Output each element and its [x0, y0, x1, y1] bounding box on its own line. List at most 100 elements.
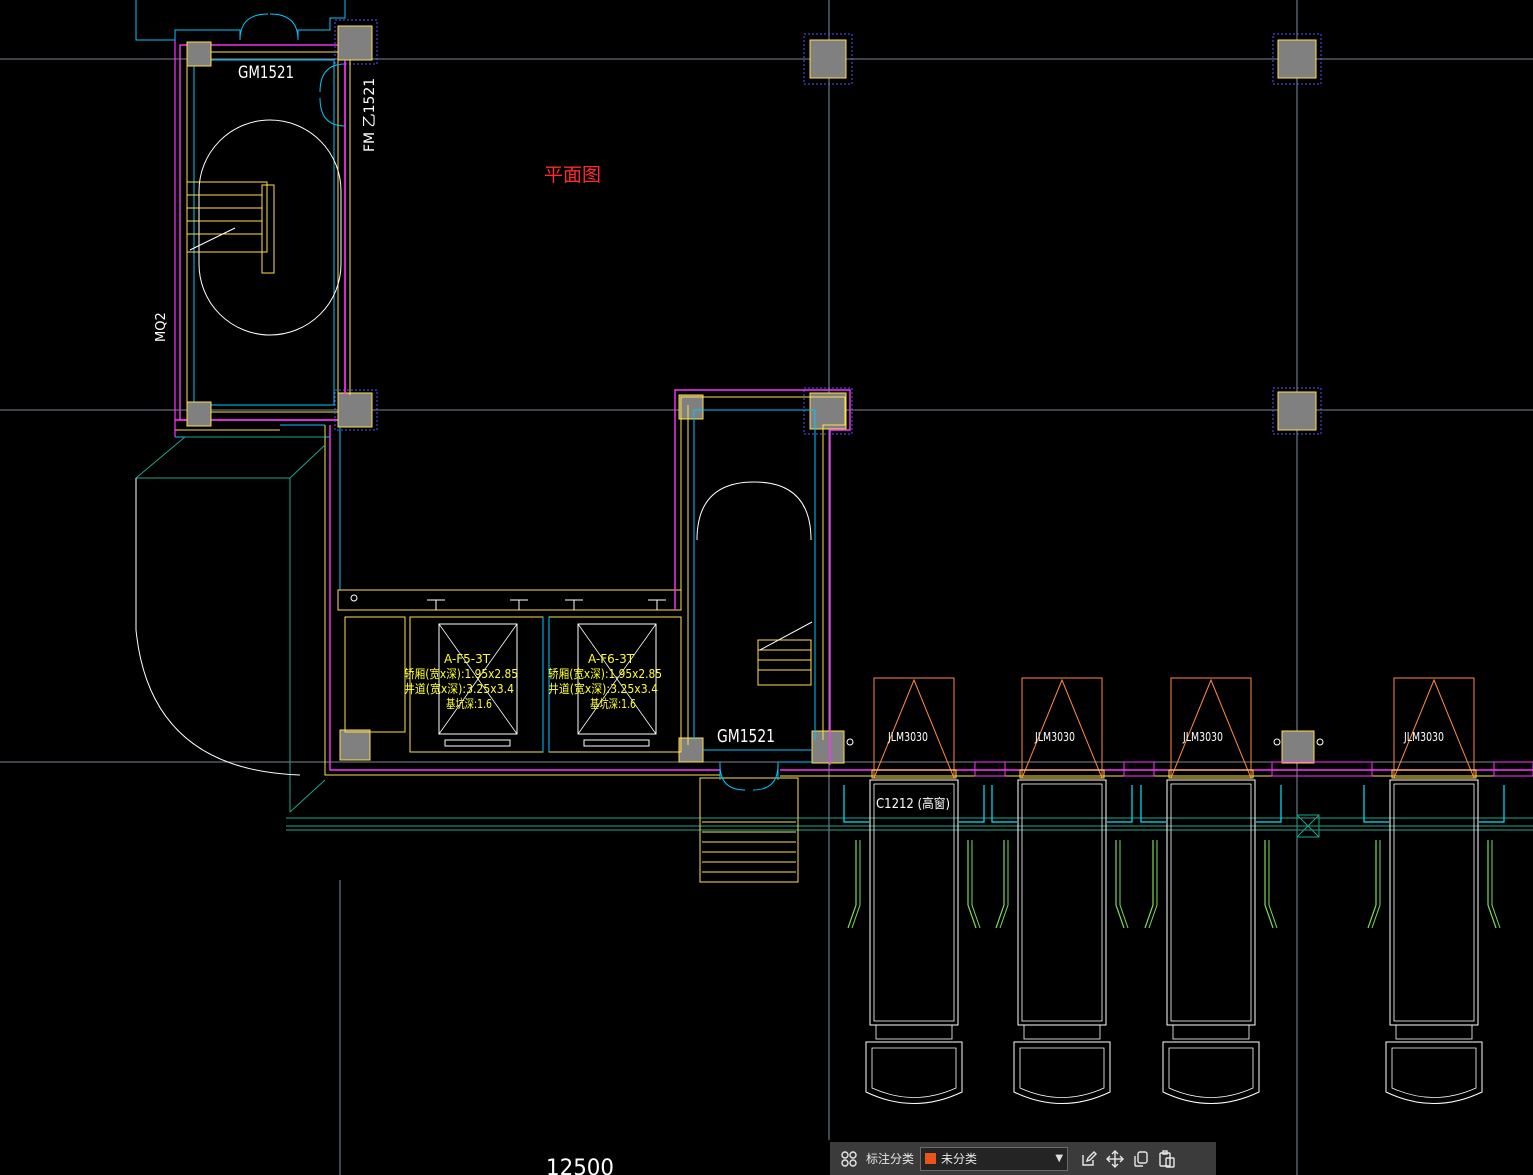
dock-guide	[1264, 840, 1274, 929]
door-label-bottom: GM1521	[717, 726, 775, 747]
truck-cab-inner	[871, 1047, 957, 1098]
copy-icon[interactable]	[1128, 1146, 1154, 1172]
dock-bracket	[959, 785, 985, 823]
dock-bracket	[1107, 785, 1133, 823]
elevator-2-pit-depth: 基坑深:1.6	[590, 696, 636, 711]
truck-cab-inner	[1168, 1047, 1254, 1098]
category-color-swatch	[925, 1153, 937, 1164]
truck-trailer-inner	[873, 783, 955, 1022]
paste-icon[interactable]	[1154, 1146, 1180, 1172]
stair-landing-oval	[198, 119, 342, 336]
dock-guide	[1268, 840, 1278, 929]
truck-trailer	[1017, 779, 1107, 1026]
elevator-2-id: A-F6-3T	[588, 652, 635, 666]
elevator-1-pit-depth: 基坑深:1.6	[446, 696, 492, 711]
roller-door-sill	[1168, 769, 1254, 779]
door-label-top: GM1521	[238, 63, 294, 83]
dock-guide	[1487, 840, 1497, 929]
roller-door-frame	[1021, 677, 1103, 779]
dock-guide	[999, 840, 1009, 929]
roller-door-frame	[1393, 677, 1475, 779]
roller-door-label-3: JLM3030	[1182, 730, 1223, 744]
grid-icon[interactable]	[836, 1146, 862, 1172]
elevator-1-shaft-size: 井道(宽x深):3.25x3.4	[404, 681, 514, 696]
dock-guide	[1491, 840, 1501, 929]
dock-guide	[1367, 840, 1377, 929]
column-outlines	[334, 19, 1322, 435]
dock-guide	[967, 840, 977, 929]
category-select[interactable]: 未分类 ▼	[920, 1146, 1069, 1171]
entry-door-arcs	[719, 762, 779, 791]
roller-door-frame	[873, 677, 955, 779]
dock-bracket	[843, 785, 869, 823]
truck-cab	[865, 1041, 963, 1104]
roller-door-frame	[1170, 677, 1252, 779]
dock-bracket	[1479, 785, 1505, 823]
elevator-1-car-size: 轿厢(宽x深):1.95x2.85	[404, 666, 518, 681]
truck-cab	[1385, 1041, 1483, 1104]
curved-boundary	[135, 600, 301, 776]
roller-door-opening	[873, 678, 955, 779]
roller-door-label-4: JLM3030	[1403, 730, 1444, 744]
dock-bracket	[1140, 785, 1166, 823]
annotation-toolbar: 标注分类 未分类 ▼	[830, 1142, 1216, 1175]
dock-guide	[847, 840, 857, 929]
plan-title: 平面图	[544, 164, 601, 186]
truck-hitch	[875, 1024, 953, 1040]
roller-door-opening	[1021, 678, 1103, 779]
dock-bracket	[991, 785, 1017, 823]
category-value: 未分类	[941, 1152, 978, 1166]
truck-trailer	[1389, 779, 1479, 1026]
window-label: C1212 (高窗)	[876, 796, 950, 812]
columns	[186, 25, 1317, 764]
truck-hitch	[1172, 1024, 1250, 1040]
dock-bracket	[1256, 785, 1282, 823]
truck-trailer	[1166, 779, 1256, 1026]
truck-cab	[1013, 1041, 1111, 1104]
truck-cab-inner	[1019, 1047, 1105, 1098]
roller-door-sill	[1391, 769, 1477, 779]
dock-guide	[995, 840, 1005, 929]
roller-door-opening	[1170, 678, 1252, 779]
roller-door-sill	[871, 769, 957, 779]
roller-door-sill	[1019, 769, 1105, 779]
roller-door-labels: JLM3030 JLM3030 JLM3030 JLM3030	[887, 730, 1444, 744]
right-stair-core	[674, 389, 851, 765]
truck-hitch	[1395, 1024, 1473, 1040]
roller-door-label-1: JLM3030	[887, 730, 928, 744]
dock-guide	[851, 840, 861, 929]
elevator-hoist-marks	[350, 594, 666, 610]
truck-trailer-inner	[1021, 783, 1103, 1022]
elevator-label-1: A-F5-3T 轿厢(宽x深):1.95x2.85 井道(宽x深):3.25x3…	[404, 652, 518, 711]
dock-guide	[1119, 840, 1129, 929]
dock-bracket	[1363, 785, 1389, 823]
dimension-label: 12500	[546, 1156, 614, 1175]
truck-hitch	[1023, 1024, 1101, 1040]
edit-icon[interactable]	[1076, 1146, 1102, 1172]
roller-door-bays	[843, 677, 1505, 823]
entry-steps	[699, 777, 799, 883]
chevron-down-icon: ▼	[1055, 1153, 1064, 1164]
truck-trailer	[869, 779, 959, 1026]
elevator-shafts	[344, 616, 682, 753]
roller-door-label-2: JLM3030	[1034, 730, 1075, 744]
dock-guide	[1144, 840, 1154, 929]
elevator-1-id: A-F5-3T	[444, 652, 491, 666]
fire-door-label: FM 乙1521	[362, 78, 378, 152]
dock-guide	[1148, 840, 1158, 929]
dock-guide	[971, 840, 981, 929]
elevator-2-car-size: 轿厢(宽x深):1.95x2.85	[548, 666, 662, 681]
truck-bays	[847, 779, 1501, 1104]
stair-treads-left	[186, 181, 275, 274]
wall-label: MQ2	[154, 312, 169, 342]
truck-cab	[1162, 1041, 1260, 1104]
move-icon[interactable]	[1102, 1146, 1128, 1172]
landscape-outline	[135, 436, 1533, 831]
category-label: 标注分类	[866, 1152, 915, 1166]
truck-cab-inner	[1391, 1047, 1477, 1098]
roller-door-opening	[1393, 678, 1475, 779]
truck-trailer-inner	[1170, 783, 1252, 1022]
dock-guide	[1115, 840, 1125, 929]
